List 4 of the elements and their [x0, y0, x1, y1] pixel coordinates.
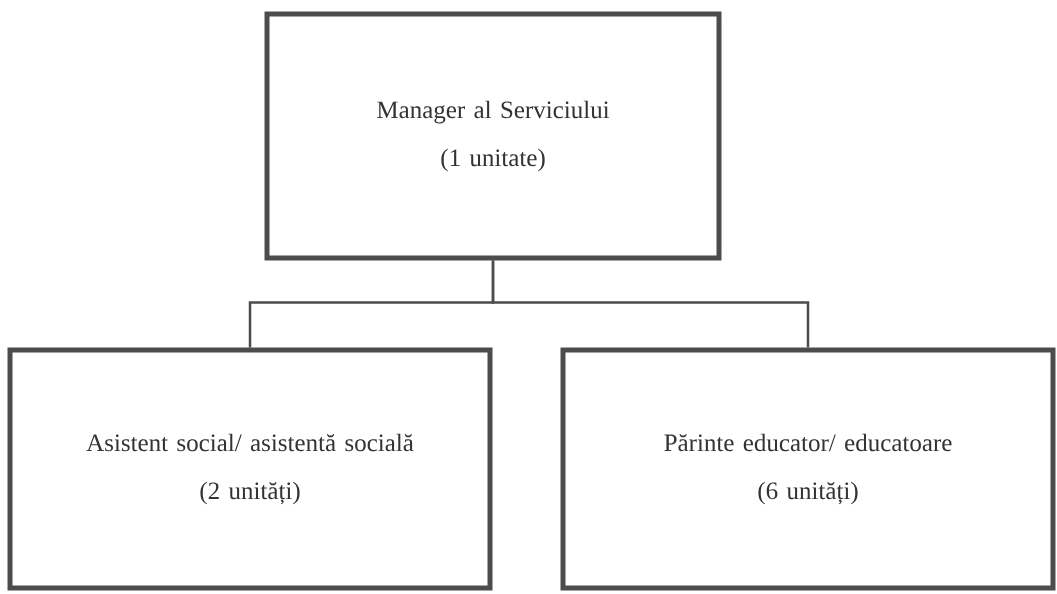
org-box: Asistent social/ asistentă socială (2 unități)	[7, 347, 493, 591]
org-box: Părinte educator/ educatoare (6 unități)	[560, 347, 1056, 591]
org-box: Manager al Serviciului (1 unitate)	[264, 11, 722, 261]
connector-line	[491, 260, 810, 348]
